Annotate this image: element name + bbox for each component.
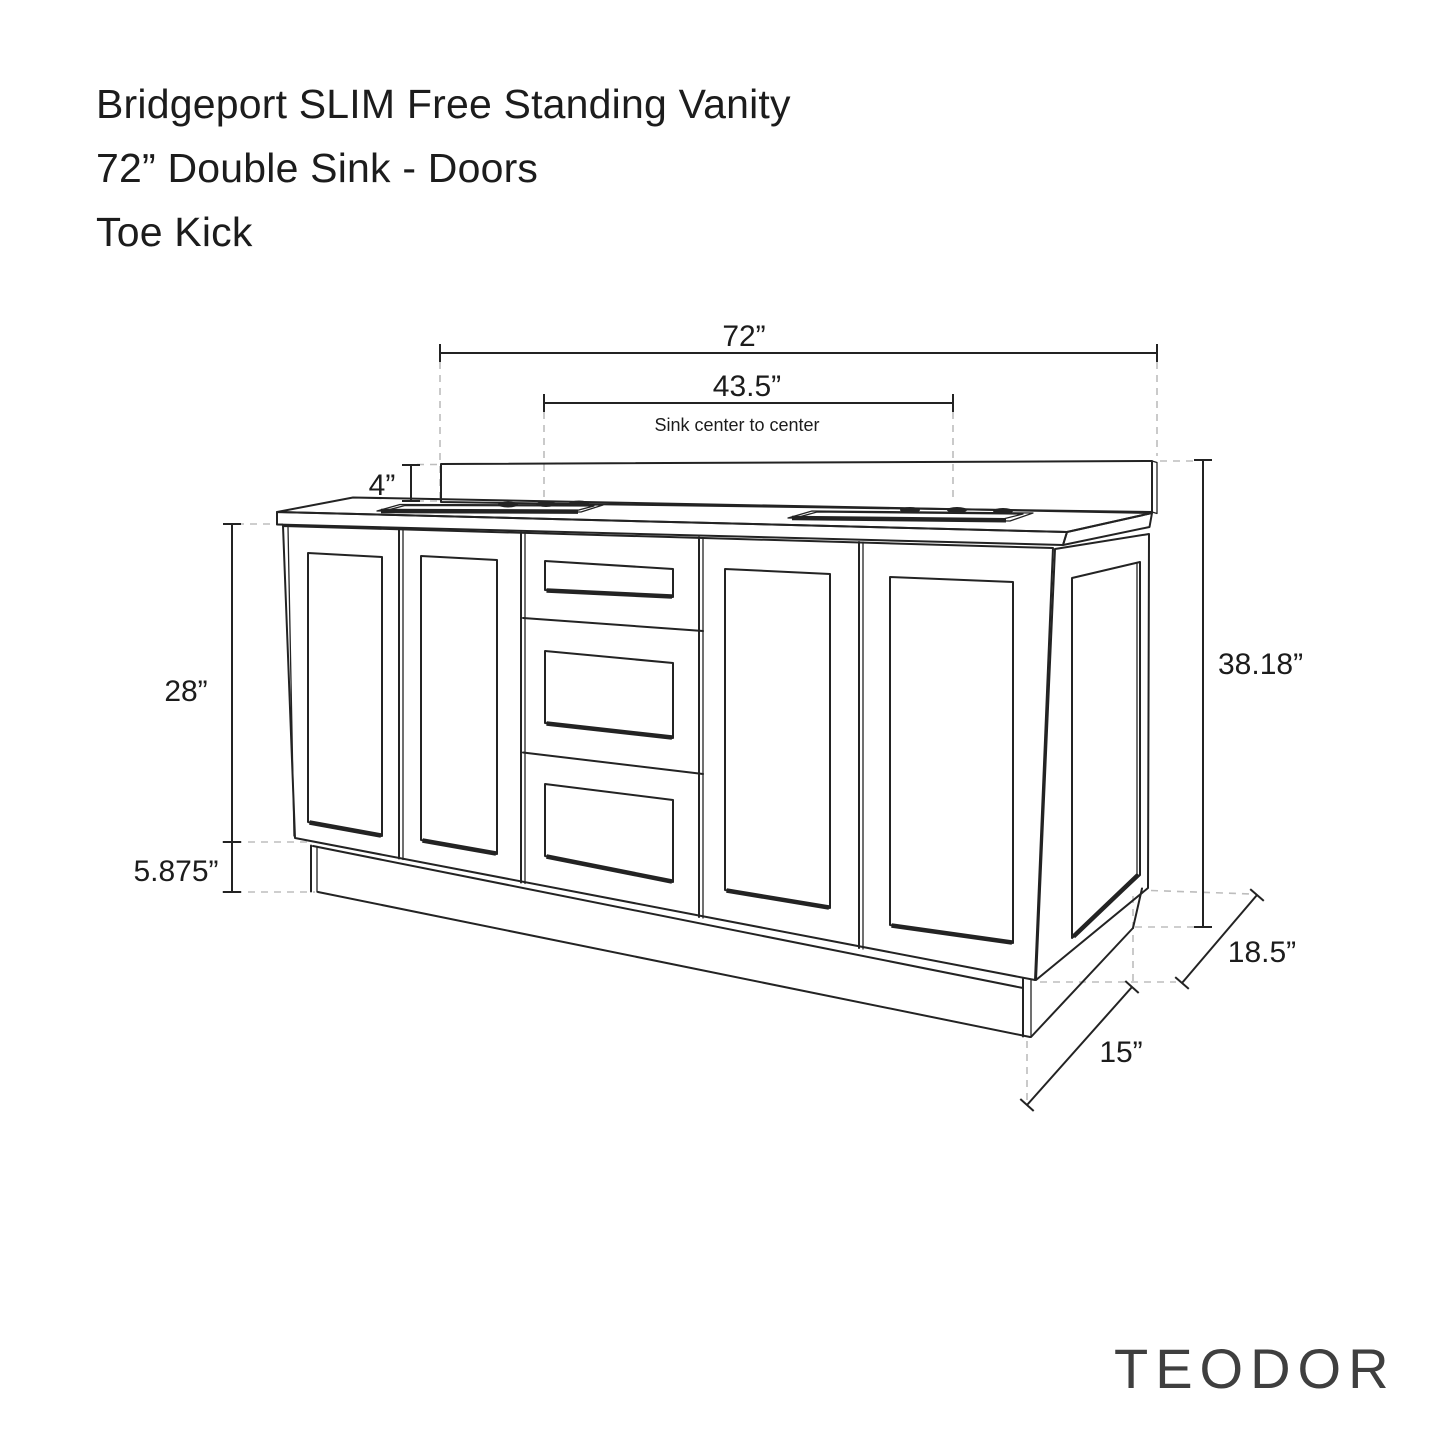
brand-logo: TEODOR [1114, 1337, 1396, 1400]
faucet-hole [498, 501, 518, 508]
title-block: Bridgeport SLIM Free Standing Vanity 72”… [96, 72, 791, 264]
countertop [276, 496, 1153, 546]
sink-left [376, 500, 604, 514]
product-title-line3: Toe Kick [96, 209, 253, 255]
dim-label-backsplash-height: 4” [369, 469, 396, 502]
dim-backsplash-height: 4” [369, 464, 420, 502]
drawer-bank [522, 560, 704, 884]
dim-toe-kick-height: 5.875” [133, 842, 241, 893]
door-1 [307, 552, 383, 838]
door-2 [420, 555, 498, 856]
drawer-3 [544, 783, 674, 884]
dim-label-overall-height: 38.18” [1218, 648, 1303, 681]
door-3 [724, 568, 831, 910]
dim-depth: 18.5” [1174, 888, 1296, 990]
door-4 [889, 576, 1014, 945]
dim-label-base-depth: 15” [1099, 1036, 1142, 1069]
drawer-2 [544, 650, 674, 740]
dim-label-toe-kick-height: 5.875” [133, 855, 218, 888]
dim-door-height: 28” [164, 523, 241, 843]
dim-overall-width: 72” [439, 320, 1158, 362]
stile-dividers [398, 528, 864, 950]
toe-kick [310, 844, 1143, 1038]
dim-overall-height: 38.18” [1194, 459, 1303, 928]
dim-note-sink-centers: Sink center to center [654, 415, 819, 435]
dim-label-door-height: 28” [164, 675, 207, 708]
faucet-hole [993, 508, 1013, 514]
product-title-line1: Bridgeport SLIM Free Standing Vanity [96, 81, 791, 127]
product-title-line2: 72” Double Sink - Doors [96, 145, 539, 191]
dim-base-depth: 15” [1019, 980, 1143, 1112]
dim-label-overall-width: 72” [722, 320, 765, 353]
side-panel [1035, 533, 1150, 981]
drawer-1 [544, 560, 674, 599]
faucet-hole [569, 500, 589, 507]
dim-label-sink-centers: 43.5” [713, 370, 781, 403]
dim-label-depth: 18.5” [1228, 936, 1296, 969]
faucet-hole [536, 501, 556, 507]
faucet-hole [900, 507, 920, 513]
faucet-hole [947, 507, 967, 513]
dim-sink-centers: 43.5” Sink center to center [543, 370, 954, 435]
sink-right [787, 507, 1034, 523]
